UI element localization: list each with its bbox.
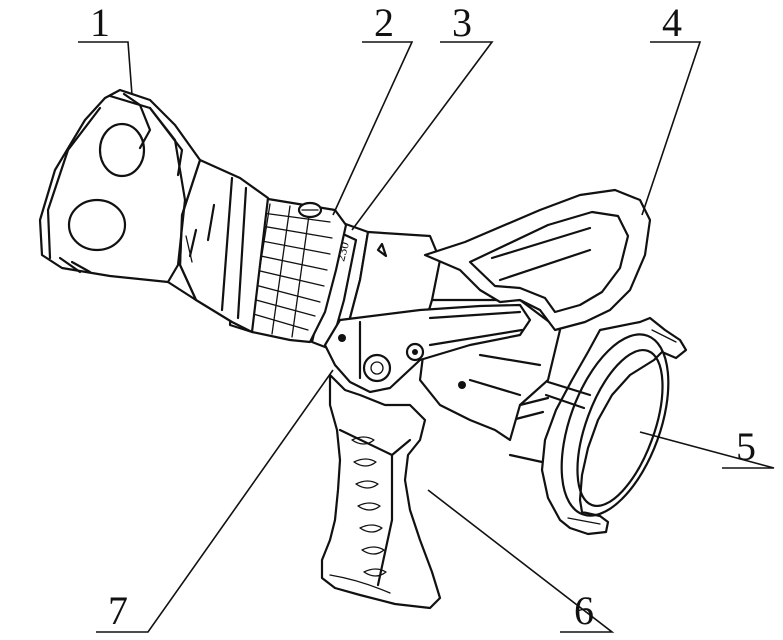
callout-5: 5 (736, 424, 756, 469)
pistol-grip (320, 373, 442, 610)
leader-5 (639, 431, 775, 469)
callout-7: 7 (108, 588, 128, 633)
callout-4: 4 (662, 0, 682, 45)
callout-labels: 1 2 3 4 5 6 7 (90, 0, 756, 633)
callout-2: 2 (374, 0, 394, 45)
nozzle-barrel (178, 158, 270, 334)
shutoff-lever (323, 303, 532, 394)
leader-4 (641, 41, 702, 216)
callout-6: 6 (574, 588, 594, 633)
carry-handle (423, 188, 652, 332)
leader-7 (96, 369, 334, 633)
callout-1: 1 (90, 0, 110, 45)
leader-2 (332, 41, 414, 216)
leader-1 (78, 41, 133, 96)
grip-finger-grooves (351, 436, 387, 577)
inlet-coupling (508, 316, 688, 536)
set-screw (297, 201, 323, 219)
leader-6 (427, 489, 615, 633)
callout-3: 3 (452, 0, 472, 45)
nozzle-tip (38, 88, 202, 302)
leader-3 (351, 41, 494, 231)
leader-lines (78, 41, 775, 633)
